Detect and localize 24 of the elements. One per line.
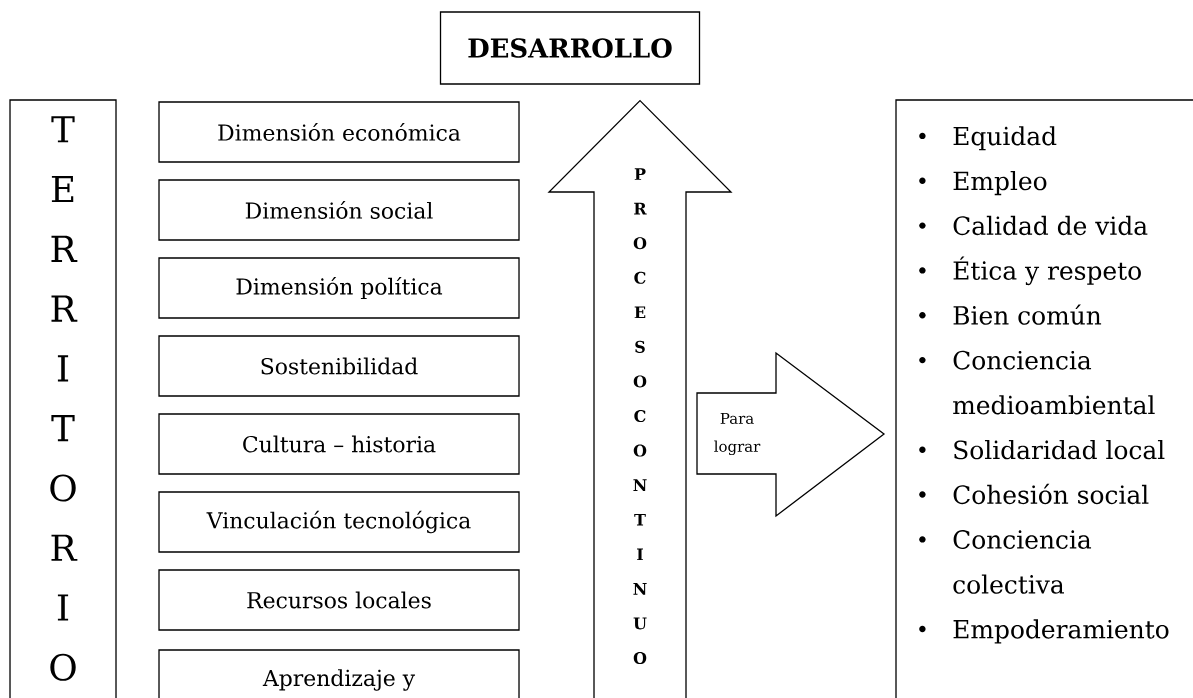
dimension-box: Cultura – historia	[158, 413, 520, 475]
dimension-box: Recursos locales	[158, 569, 520, 631]
node-label: Bien común	[953, 304, 1102, 325]
dimension-box: Aprendizaje y	[158, 649, 520, 698]
bullet-list-box: Equidad Empleo Calidad de vida Ética y respeto Bien común Conciencia medioambiental Solidaridad local Cohesión social Conciencia colectiva Empoderamiento	[895, 99, 1193, 698]
vertical-text-box: T E R R I T O R I O	[9, 99, 117, 698]
node-label: Ética y respeto	[953, 256, 1141, 286]
node-label: Calidad de vida	[953, 215, 1148, 236]
dimension-box: Dimensión económica	[158, 101, 520, 163]
node-label: Empoderamiento	[953, 619, 1169, 644]
dimension-box: Vinculación tecnológica	[158, 491, 520, 553]
dimension-box: Dimensión política	[158, 257, 520, 319]
node-label: Empleo	[953, 171, 1047, 196]
node-label: Conciencia medioambiental	[953, 350, 1155, 415]
dimension-box: Sostenibilidad	[158, 335, 520, 397]
arrow-label: Para lograr	[714, 412, 761, 456]
node-label: Conciencia colectiva	[953, 530, 1092, 594]
arrow-label: P R O C E S O C O N T I N U O	[633, 168, 647, 664]
title-box: DESARROLLO	[439, 11, 701, 85]
block-arrow	[696, 351, 886, 518]
dimension-box: Dimensión social	[158, 179, 520, 241]
node-label: Cohesión social	[953, 483, 1149, 505]
node-label: Solidaridad local	[954, 440, 1165, 460]
node-label: Equidad	[953, 126, 1057, 151]
